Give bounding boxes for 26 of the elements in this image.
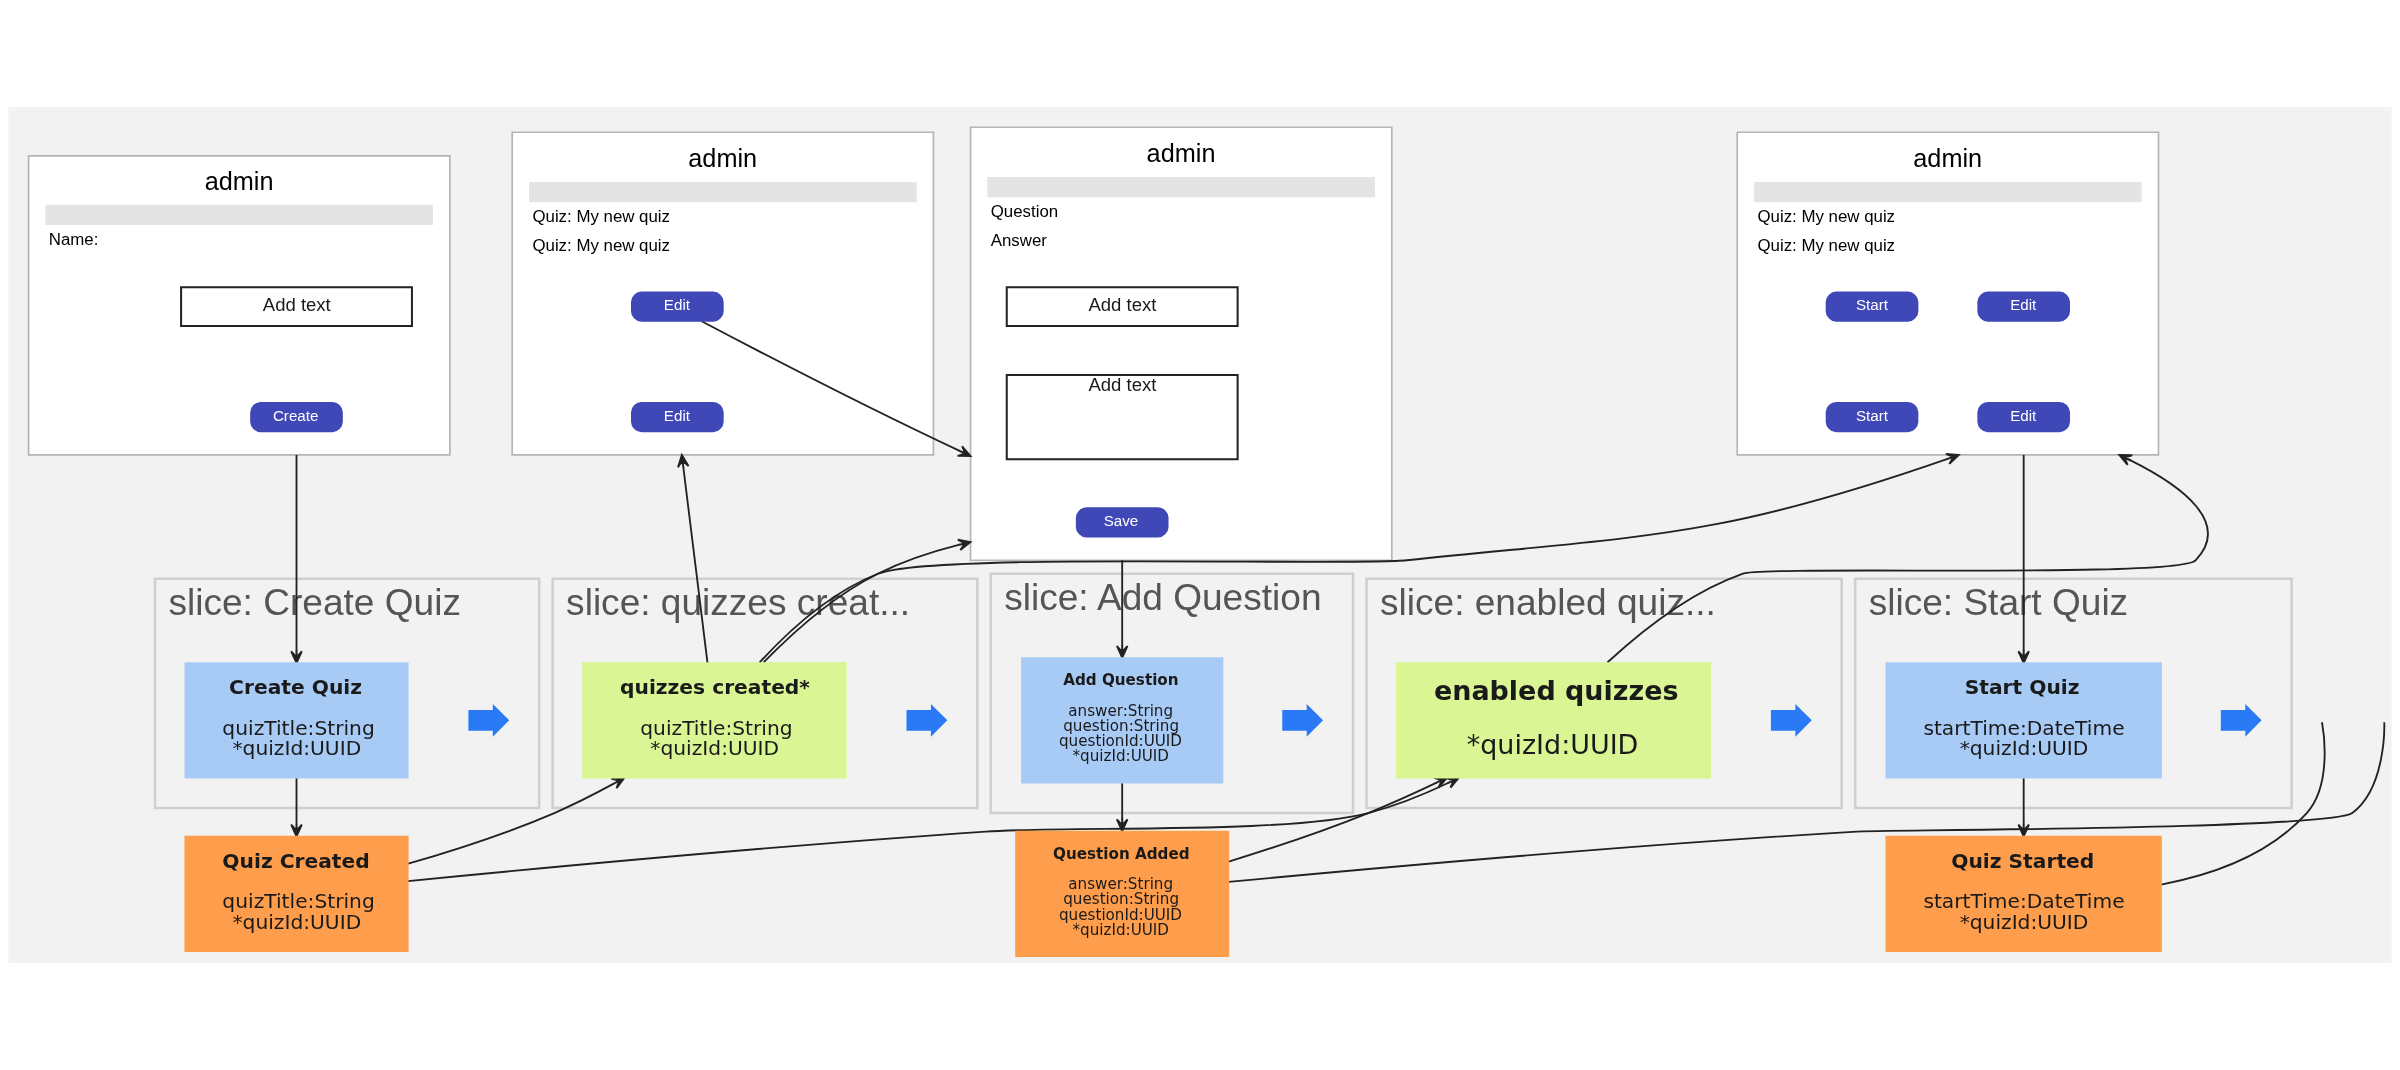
connector <box>1227 721 2386 883</box>
node-box: Start Quiz startTime:DateTime *quizId:UUID <box>1885 662 2162 779</box>
node-box: Add text <box>180 286 413 328</box>
node-box: Add text <box>1005 373 1239 461</box>
node-box: Create <box>250 401 343 433</box>
node-box: Quiz Started startTime:DateTime *quizId:UUID <box>1885 835 2162 953</box>
node-box: Create Quiz quizTitle:String *quizId:UUID <box>184 662 409 779</box>
node-box: Add text <box>1005 286 1239 328</box>
node-box: quizzes created* quizTitle:String *quizId:UUID <box>582 662 847 779</box>
node-box: Start <box>1825 291 1919 322</box>
node-box: enabled quizzes *quizId:UUID <box>1396 662 1712 779</box>
node-box: Start <box>1825 401 1919 433</box>
node-box: Edit <box>1977 291 2071 322</box>
arrow <box>1606 454 2209 664</box>
arrow <box>758 452 1960 664</box>
node-box: Edit <box>1977 401 2071 433</box>
node-box: Add Question answer:String question:String questionId:UUID *quizId:UUID <box>1021 657 1224 784</box>
connector <box>2160 721 2326 886</box>
arrow <box>290 454 303 664</box>
node-box: Save <box>1075 507 1169 538</box>
node-box: Edit <box>631 291 724 322</box>
node-box: Question Added answer:String question:String questionId:UUID *quizId:UUID <box>1015 830 1230 958</box>
arrow <box>677 454 709 664</box>
node-box: Edit <box>631 401 724 433</box>
arrow <box>2017 454 2030 664</box>
node-box: Quiz Created quizTitle:String *quizId:UUID <box>184 835 409 953</box>
